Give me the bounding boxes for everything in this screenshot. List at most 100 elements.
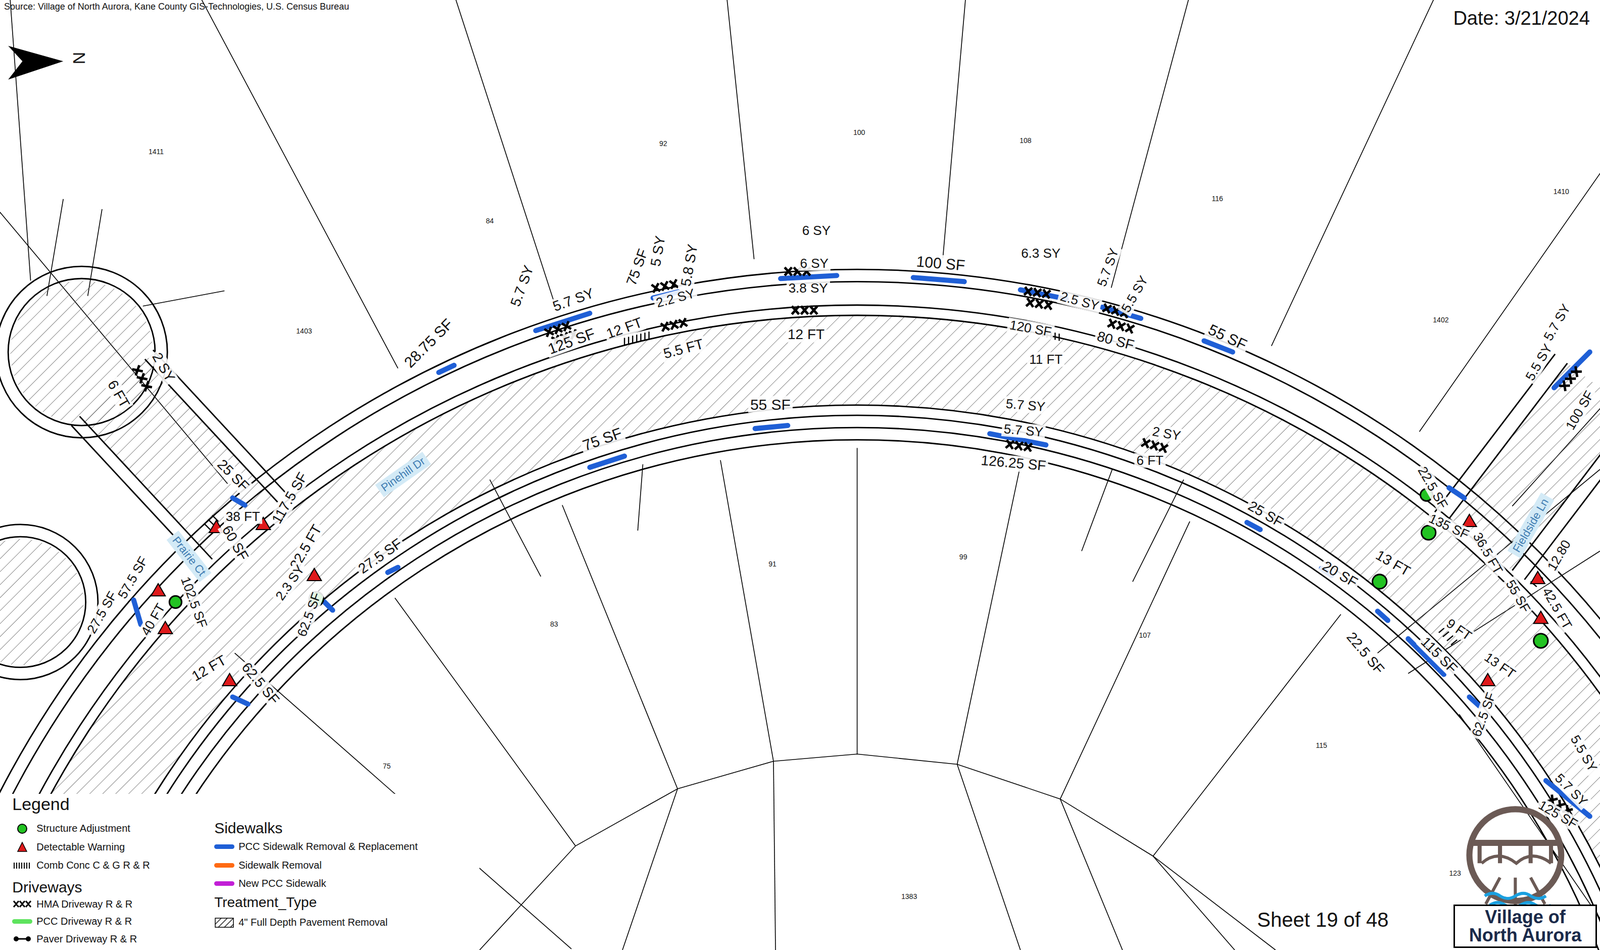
legend-symbol-art: [12, 822, 33, 835]
legend-symbol: [12, 897, 33, 910]
quantity-callout: 2.5 SY: [1056, 288, 1103, 314]
north-letter: N: [69, 52, 88, 65]
legend-item: Paver Driveway R & R: [12, 932, 137, 945]
parcel-number: 1411: [148, 148, 164, 156]
quantity-callout: 28.75 SF: [399, 313, 458, 372]
parcel-number: 107: [1138, 632, 1151, 640]
quantity-callout: 126.25 SF: [978, 452, 1049, 475]
quantity-callout: 25 SF: [212, 455, 253, 496]
legend-heading: Driveways: [12, 878, 82, 896]
north-arrow: [8, 45, 64, 80]
parcel-number: 100: [853, 128, 865, 137]
quantity-callout: 5.7 SY: [1003, 396, 1048, 415]
legend-heading: Sidewalks: [214, 819, 283, 837]
village-logo: [1469, 808, 1562, 908]
quantity-callout: 75 SF: [623, 245, 653, 290]
node-text: Village of North Aurora: [1462, 907, 1589, 945]
quantity-callout: 55 SF: [748, 395, 793, 413]
title-block: Village of North Aurora: [1453, 904, 1597, 948]
quantity-callout: 2 SY: [1148, 423, 1184, 444]
quantity-callout: 55 SF: [1203, 319, 1252, 354]
legend-symbol: [12, 932, 33, 945]
structure-adjustment: [169, 488, 1548, 648]
legend-symbol-art: [12, 840, 33, 853]
pavement-removal-area: [0, 538, 84, 665]
quantity-callout: 13 FT: [1480, 648, 1521, 683]
legend-heading: Legend: [12, 794, 70, 814]
quantity-callout: 40 FT: [137, 599, 170, 640]
quantity-callout: 5.7 SY: [549, 284, 599, 316]
hma-driveway-marks: [132, 267, 1582, 816]
pavement-removal-area: [80, 358, 277, 561]
legend-symbol-art: [12, 859, 33, 872]
legend-symbol: [12, 822, 33, 835]
quantity-callout: 5.5 SY: [1566, 730, 1600, 776]
quantity-callout: 80 SF: [1093, 327, 1138, 354]
quantity-callout: 115 SF: [1416, 632, 1462, 678]
legend-text: Structure Adjustment: [36, 822, 131, 835]
quantity-callout: 22.5 SF: [1342, 627, 1389, 679]
quantity-callout: 12 FT: [187, 651, 231, 686]
legend-text: Paver Driveway R & R: [36, 933, 137, 945]
legend-item: Sidewalk Removal: [214, 859, 322, 871]
quantity-callout: 62.5 SF: [236, 658, 284, 710]
legend-item: 4" Full Depth Pavement Removal: [214, 916, 388, 929]
quantity-callout: 5.7 SY: [507, 261, 538, 311]
legend-symbol: [12, 840, 33, 853]
sidewalk-replacement: [133, 275, 1590, 816]
curb-gutter-marks: [204, 329, 1543, 645]
quantity-callout: 57.5 SF: [113, 552, 152, 603]
quantity-callout: 135 SF: [1424, 510, 1473, 544]
legend-text: Comb Conc C & G R & R: [36, 859, 151, 871]
legend-swatch: [214, 862, 235, 868]
legend-symbol-art: [12, 897, 33, 910]
quantity-callout: 3.8 SY: [786, 280, 831, 296]
quantity-callout: 6 FT: [1134, 453, 1166, 468]
quantity-callout: 6 SY: [800, 223, 833, 238]
quantity-callout: 12.80: [1543, 535, 1575, 575]
quantity-callout: 12 FT: [602, 314, 647, 344]
quantity-callout: 6.3 SY: [1019, 246, 1063, 261]
legend-item: Comb Conc C & G R & R: [12, 859, 151, 872]
pavement-removal-area: [10, 280, 154, 424]
legend-item: Structure Adjustment: [12, 822, 131, 835]
quantity-callout: 36.5 FT: [1469, 527, 1507, 578]
legend-swatch: [12, 918, 33, 924]
legend-swatch: [214, 844, 235, 849]
legend-symbol: [12, 859, 33, 872]
node-text: Prairie Ct: [169, 534, 209, 579]
legend-text: Sidewalk Removal: [238, 859, 322, 871]
legend-text: PCC Driveway R & R: [36, 915, 132, 928]
parcel-number: 99: [959, 553, 968, 561]
parcel-number: 115: [1315, 742, 1327, 750]
parcel-number: 1410: [1553, 187, 1570, 196]
quantity-callout: 125 SF: [543, 323, 600, 358]
quantity-callout: 2 SY: [148, 348, 179, 387]
legend-text: 4" Full Depth Pavement Removal: [238, 916, 388, 929]
legend-heading: Treatment_Type: [214, 894, 317, 911]
parcel-number: 108: [1019, 136, 1032, 145]
parcel-number: 92: [659, 139, 668, 148]
sheet-number: Sheet 19 of 48: [1256, 908, 1389, 931]
legend-swatch: [214, 881, 235, 886]
quantity-callout: 5.7 SY: [1001, 421, 1046, 440]
quantity-callout: 25 SF: [1243, 497, 1288, 532]
legend-panel: Structure AdjustmentDetectable WarningCo…: [0, 793, 480, 950]
quantity-callout: 60 SF: [217, 520, 253, 565]
source-note: Source: Village of North Aurora, Kane Co…: [4, 2, 350, 13]
parcel-number: 84: [486, 217, 495, 226]
node-text: Fieldside Ln: [1510, 496, 1551, 555]
quantity-callout: 100 SF: [913, 252, 968, 274]
quantity-callout: 13 FT: [1371, 546, 1415, 580]
quantity-callout: 100 SF: [1561, 386, 1598, 434]
quantity-callout: 42.5 FT: [1538, 583, 1576, 634]
quantity-callout: 5 SY: [647, 232, 669, 270]
date-stamp: Date: 3/21/2024: [1452, 8, 1590, 30]
quantity-callout: 2.2 SY: [652, 285, 699, 311]
parcel-number: 75: [382, 762, 392, 770]
parcel-number: 123: [1449, 869, 1462, 878]
legend-item: PCC Driveway R & R: [12, 915, 132, 928]
quantity-callout: 22.5 SF: [1414, 462, 1452, 513]
legend-text: New PCC Sidewalk: [238, 877, 326, 890]
quantity-callout: 75 SF: [578, 423, 626, 455]
